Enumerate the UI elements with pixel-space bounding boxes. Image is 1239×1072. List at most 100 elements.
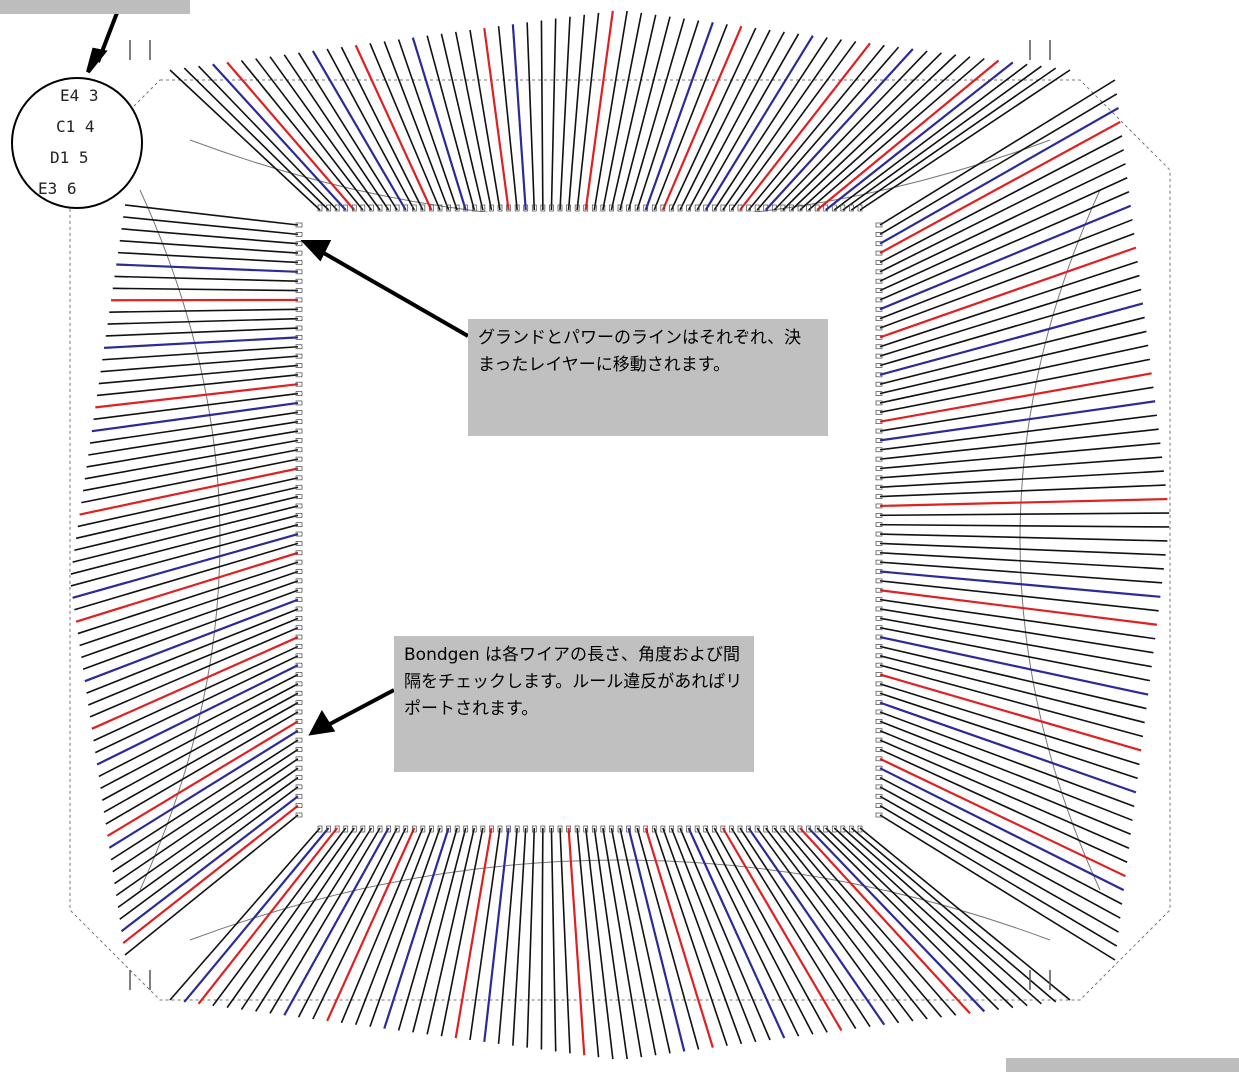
bond-pad [386, 825, 391, 833]
bond-wire [879, 729, 1132, 836]
bond-wire [879, 149, 1125, 273]
bond-pad [591, 825, 597, 833]
bond-pad [875, 409, 883, 415]
bond-wire [879, 589, 1158, 626]
bond-wire [240, 59, 364, 211]
bond-wire [119, 786, 299, 920]
bond-wire [105, 711, 299, 825]
bond-pad [403, 204, 409, 212]
bond-wire [269, 56, 381, 211]
bond-pad [574, 204, 580, 212]
bond-wire [79, 467, 299, 516]
bond-wire [116, 263, 299, 273]
bond-pad [789, 825, 794, 833]
zoom-pin-labels: E4 3 C1 4 D1 5 E3 6 [38, 80, 110, 204]
bond-wire [100, 355, 299, 373]
bond-wire [879, 484, 1166, 498]
bond-wire [653, 827, 728, 1046]
bond-pad [429, 825, 434, 833]
bond-wire [88, 420, 299, 456]
bond-wire [879, 512, 1170, 517]
bond-wire [91, 636, 299, 730]
bond-wire [115, 767, 299, 897]
bond-pad [295, 438, 303, 443]
bond-wire [644, 22, 714, 211]
bond-wire [101, 692, 299, 801]
bond-wire [326, 48, 415, 211]
bond-wire [103, 701, 299, 813]
bond-pad [471, 825, 477, 833]
bond-wire [879, 720, 1133, 822]
bond-pad [660, 825, 666, 833]
bond-wire [879, 617, 1152, 668]
bond-pad [875, 306, 883, 312]
bond-wire [411, 37, 467, 211]
bond-wire [782, 52, 942, 211]
bond-wire [807, 827, 986, 1013]
bond-wire [879, 664, 1144, 738]
bond-wire [842, 827, 1042, 1005]
bond-wire [879, 400, 1156, 442]
bond-pad [489, 825, 494, 833]
bond-wire [879, 163, 1126, 282]
bond-wire [297, 52, 398, 211]
bond-wire [602, 12, 643, 211]
bond-pad [875, 597, 883, 602]
bond-pad [703, 204, 709, 212]
bond-wire [119, 239, 299, 254]
bond-pad [295, 400, 303, 406]
bond-wire [240, 827, 364, 1010]
bond-wire [879, 786, 1121, 919]
bond-wire [559, 827, 571, 1054]
bond-wire [879, 645, 1147, 710]
bond-pad [295, 700, 303, 705]
bond-pad [651, 825, 657, 833]
bond-pad [360, 825, 366, 833]
bond-pad [875, 653, 883, 659]
bond-pad [875, 391, 883, 396]
bond-wire [122, 804, 299, 944]
bond-wire [269, 827, 381, 1014]
bond-wire [86, 430, 299, 468]
bond-wire [879, 626, 1151, 682]
bond-pad [857, 825, 863, 833]
bond-wire [559, 16, 571, 211]
bond-wire [93, 645, 299, 742]
bond-pad [720, 825, 726, 833]
bond-wire [833, 63, 1028, 211]
bond-wire [440, 827, 484, 1037]
bond-wire [412, 827, 467, 1033]
bond-pad [875, 747, 883, 752]
bond-wire [619, 827, 671, 1054]
bond-wire [879, 330, 1147, 395]
bond-wire [197, 827, 339, 1005]
bond-wire [397, 39, 458, 211]
bond-pad [295, 260, 303, 265]
bond-wire [426, 827, 476, 1035]
bond-wire [255, 827, 373, 1012]
bond-pad [437, 825, 443, 833]
bond-pad [394, 204, 400, 212]
bond-wire [255, 58, 373, 211]
bond-pad [806, 204, 811, 212]
bond-wire [825, 61, 1014, 211]
bond-wire [426, 35, 476, 211]
bond-pad [875, 634, 883, 640]
bond-pad [711, 204, 717, 212]
bond-pad [295, 428, 303, 434]
bond-pad [771, 825, 777, 833]
bond-wire [879, 814, 1116, 961]
bond-wire [369, 827, 441, 1027]
bond-wire [879, 551, 1164, 570]
bond-wire [879, 428, 1159, 460]
bond-wire [340, 827, 424, 1024]
bond-wire [825, 827, 1014, 1009]
bond-pad [295, 615, 303, 621]
bond-pad [875, 587, 883, 593]
bond-wire [226, 61, 356, 211]
bond-pad [694, 204, 700, 212]
bond-wire [593, 827, 628, 1060]
bond-pad [295, 419, 303, 425]
bond-wire [879, 93, 1118, 236]
bond-wire [106, 720, 299, 837]
